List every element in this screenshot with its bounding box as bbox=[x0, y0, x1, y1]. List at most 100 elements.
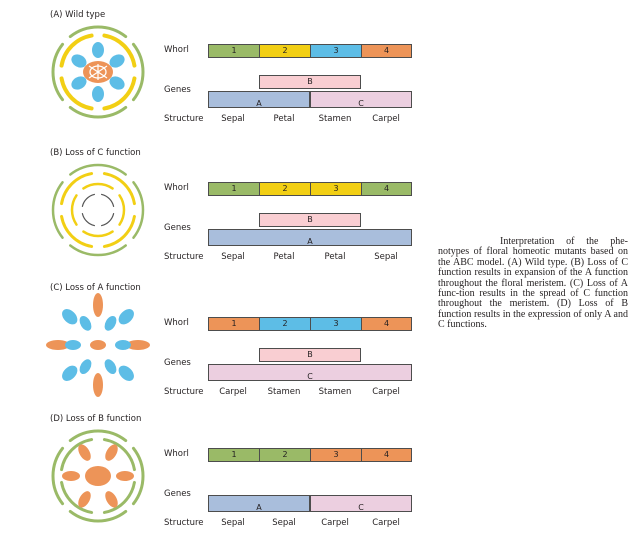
sepal-organ bbox=[69, 244, 127, 257]
stamen-organ bbox=[118, 365, 134, 381]
gene-C-bar: C bbox=[208, 364, 412, 381]
structure-sepal: Sepal bbox=[272, 518, 296, 528]
stamen-organ bbox=[62, 365, 78, 381]
structure-carpel: Carpel bbox=[372, 518, 400, 528]
carpel-organ bbox=[62, 471, 80, 481]
stamen-organ bbox=[71, 76, 87, 90]
structure-sepal: Sepal bbox=[221, 114, 245, 124]
petal-organ bbox=[59, 33, 94, 68]
carpel-organ bbox=[126, 340, 150, 350]
whorl-4-box: 4 bbox=[361, 448, 412, 462]
carpel-organ bbox=[90, 340, 106, 350]
structure-petal: Petal bbox=[273, 252, 295, 262]
sepal-organ bbox=[131, 446, 145, 506]
whorl-2-box: 2 bbox=[259, 317, 311, 331]
stamen-organ bbox=[79, 315, 92, 331]
whorl-3-box: 3 bbox=[310, 44, 362, 58]
sepal-organ bbox=[102, 480, 136, 514]
structure-sepal: Sepal bbox=[374, 252, 398, 262]
carpel-organ bbox=[105, 444, 118, 461]
sepal-organ bbox=[69, 163, 127, 176]
flower-diagram-d bbox=[51, 429, 145, 523]
structure-sepal: Sepal bbox=[221, 518, 245, 528]
carpel-organ bbox=[105, 491, 118, 508]
structure-petal: Petal bbox=[273, 114, 295, 124]
figure-caption: Interpretation of the phe- notypes of fl… bbox=[438, 236, 628, 331]
whorl-label: Whorl bbox=[164, 183, 189, 193]
gene-B-bar: B bbox=[259, 348, 361, 362]
sepal-organ bbox=[60, 480, 94, 514]
flower-diagram-c bbox=[45, 293, 150, 397]
sepal-organ bbox=[60, 438, 94, 472]
whorl-label: Whorl bbox=[164, 318, 189, 328]
petal-organ bbox=[102, 172, 136, 206]
structure-label: Structure bbox=[164, 518, 204, 528]
sepal-organ bbox=[68, 429, 128, 443]
stamen-organ bbox=[118, 309, 134, 325]
stamen-organ bbox=[104, 315, 117, 331]
sepal-organ bbox=[68, 105, 128, 119]
stamen-organ bbox=[71, 54, 87, 68]
petal-organ bbox=[102, 76, 137, 111]
carpel-organ bbox=[93, 293, 103, 317]
stamen-organ bbox=[104, 359, 117, 375]
sepal-organ bbox=[81, 212, 96, 227]
flower-diagram-b bbox=[51, 163, 145, 257]
carpel-organ bbox=[45, 340, 70, 350]
carpel-organ bbox=[93, 373, 103, 397]
whorl-3-box: 3 bbox=[310, 182, 362, 196]
carpel-organ bbox=[78, 491, 91, 508]
stamen-organ bbox=[92, 86, 104, 102]
sepal-organ bbox=[132, 181, 145, 239]
structure-carpel: Carpel bbox=[321, 518, 349, 528]
genes-label: Genes bbox=[164, 85, 191, 95]
structure-label: Structure bbox=[164, 252, 204, 262]
whorl-2-box: 2 bbox=[259, 182, 311, 196]
panel-title: (A) Wild type bbox=[50, 10, 106, 20]
gene-A-bar: A bbox=[208, 229, 412, 246]
sepal-organ bbox=[102, 438, 136, 472]
petal-organ bbox=[70, 194, 78, 226]
whorl-1-box: 1 bbox=[208, 317, 260, 331]
whorl-2-box: 2 bbox=[259, 448, 311, 462]
gene-A-bar: A bbox=[208, 495, 310, 512]
caption-text: notypes of floral homeotic mutants based… bbox=[438, 246, 628, 331]
whorl-label: Whorl bbox=[164, 449, 189, 459]
sepal-organ bbox=[51, 181, 64, 239]
whorl-4-box: 4 bbox=[361, 44, 412, 58]
caption-first-line: Interpretation of the phe- bbox=[500, 236, 628, 247]
sepal-organ bbox=[51, 446, 65, 506]
petal-organ bbox=[102, 214, 136, 248]
sepal-organ bbox=[100, 212, 115, 227]
sepal-organ bbox=[68, 25, 128, 39]
sepal-organ bbox=[51, 42, 65, 102]
whorl-2-box: 2 bbox=[259, 44, 311, 58]
structure-sepal: Sepal bbox=[221, 252, 245, 262]
sepal-organ bbox=[131, 42, 145, 102]
stamen-organ bbox=[79, 359, 92, 375]
petal-organ bbox=[82, 230, 114, 238]
petal-organ bbox=[60, 214, 94, 248]
flower-diagram-a bbox=[51, 25, 145, 119]
gene-B-bar: B bbox=[259, 213, 361, 227]
structure-carpel: Carpel bbox=[372, 387, 400, 397]
petal-organ bbox=[59, 76, 94, 111]
stamen-organ bbox=[62, 309, 78, 325]
carpel-organ bbox=[78, 444, 91, 461]
whorl-1-box: 1 bbox=[208, 44, 260, 58]
genes-label: Genes bbox=[164, 358, 191, 368]
petal-organ bbox=[82, 182, 114, 190]
sepal-organ bbox=[81, 193, 96, 208]
stamen-organ bbox=[109, 54, 125, 68]
whorl-1-box: 1 bbox=[208, 448, 260, 462]
structure-label: Structure bbox=[164, 114, 204, 124]
stamen-organ bbox=[115, 340, 131, 350]
structure-carpel: Carpel bbox=[219, 387, 247, 397]
structure-carpel: Carpel bbox=[372, 114, 400, 124]
panel-title: (C) Loss of A function bbox=[50, 283, 141, 293]
panel-title: (D) Loss of B function bbox=[50, 414, 142, 424]
structure-label: Structure bbox=[164, 387, 204, 397]
whorl-3-box: 3 bbox=[310, 448, 362, 462]
gene-C-bar: C bbox=[310, 495, 412, 512]
ovule-lines bbox=[88, 64, 108, 80]
